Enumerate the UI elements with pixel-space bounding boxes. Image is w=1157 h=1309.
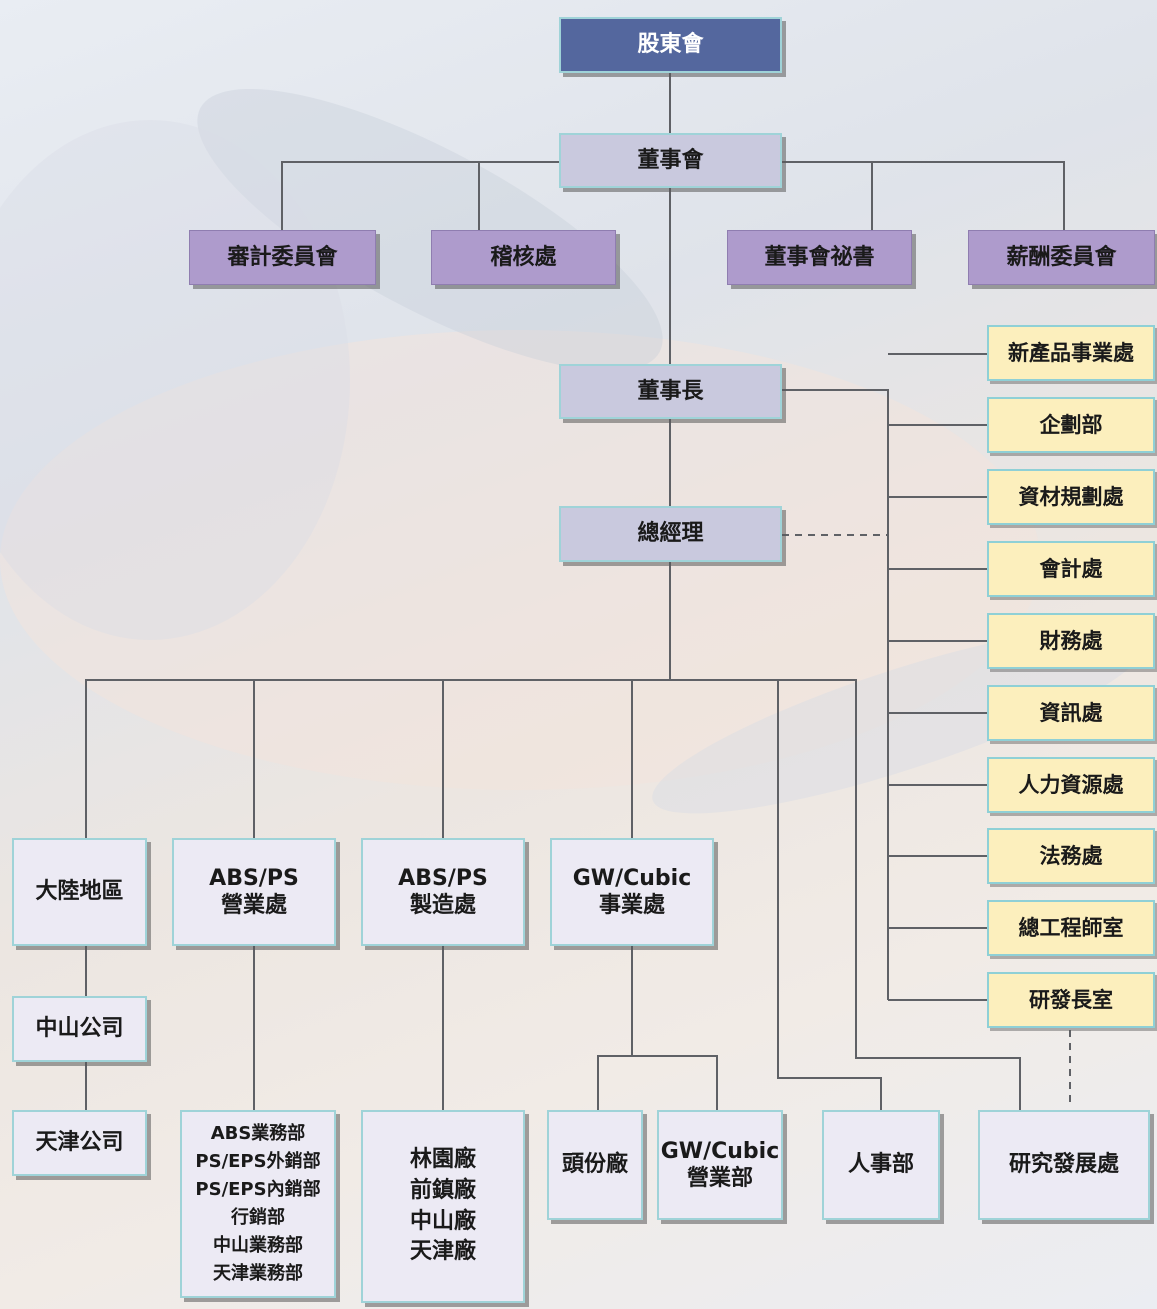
board-secretary-label: 董事會祕書 (764, 244, 875, 270)
board-label: 董事會 (637, 147, 704, 173)
staff-unit-materials-planning: 資材規劃處 (987, 469, 1155, 525)
rd-division-label: 研究發展處 (1008, 1152, 1119, 1178)
gw-cubic-sales-box: GW/Cubic 營業部 (657, 1110, 783, 1220)
staff-unit-label: 企劃部 (1039, 412, 1103, 437)
plant-item: 天津廠 (409, 1239, 476, 1265)
staff-unit-label: 資訊處 (1039, 700, 1103, 725)
sales-dept-item: 天津業務部 (213, 1262, 303, 1284)
sales-dept-item: ABS業務部 (210, 1123, 306, 1145)
staff-unit-planning: 企劃部 (987, 397, 1155, 453)
chairman-label: 董事長 (637, 378, 704, 404)
abs-sales-line1: ABS/PS (209, 865, 299, 891)
staff-unit-label: 總工程師室 (1018, 915, 1124, 940)
gw-cubic-division-box: GW/Cubic 事業處 (550, 838, 714, 946)
plant-item: 林園廠 (409, 1146, 476, 1172)
internal-audit-label: 稽核處 (490, 244, 557, 270)
plants-box: 林園廠 前鎮廠 中山廠 天津廠 (361, 1110, 525, 1303)
staff-unit-label: 資材規劃處 (1018, 484, 1124, 509)
personnel-dept-label: 人事部 (847, 1152, 914, 1178)
staff-unit-chief-engineer: 總工程師室 (987, 900, 1155, 956)
board-of-directors-box: 董事會 (559, 133, 782, 188)
staff-unit-label: 法務處 (1039, 843, 1103, 868)
abs-ps-manufacturing-box: ABS/PS 製造處 (361, 838, 525, 946)
general-manager-box: 總經理 (559, 506, 782, 562)
staff-unit-accounting: 會計處 (987, 541, 1155, 597)
tianjin-company-label: 天津公司 (35, 1130, 124, 1156)
staff-unit-new-products: 新產品事業處 (987, 325, 1155, 381)
sales-dept-item: 中山業務部 (213, 1234, 303, 1256)
staff-unit-chief-rd-officer: 研發長室 (987, 972, 1155, 1028)
staff-unit-label: 會計處 (1039, 556, 1103, 581)
abs-mfg-line2: 製造處 (409, 893, 476, 918)
toufen-plant-label: 頭份廠 (561, 1152, 628, 1178)
rd-division-box: 研究發展處 (978, 1110, 1150, 1220)
general-manager-label: 總經理 (637, 521, 704, 547)
compensation-committee-label: 薪酬委員會 (1006, 244, 1117, 270)
zhongshan-company-label: 中山公司 (35, 1016, 124, 1042)
staff-unit-label: 人力資源處 (1018, 772, 1124, 797)
shareholders-label: 股東會 (637, 32, 704, 58)
abs-mfg-line1: ABS/PS (398, 865, 488, 891)
tianjin-company-box: 天津公司 (12, 1110, 147, 1176)
internal-audit-box: 稽核處 (431, 230, 616, 285)
toufen-plant-box: 頭份廠 (547, 1110, 643, 1220)
gw-sales-line2: 營業部 (686, 1166, 753, 1191)
staff-unit-finance: 財務處 (987, 613, 1155, 669)
sales-departments-box: ABS業務部 PS/EPS外銷部 PS/EPS內銷部 行銷部 中山業務部 天津業… (180, 1110, 336, 1298)
compensation-committee-box: 薪酬委員會 (968, 230, 1155, 285)
personnel-dept-box: 人事部 (822, 1110, 940, 1220)
mainland-region-box: 大陸地區 (12, 838, 147, 946)
staff-unit-it: 資訊處 (987, 685, 1155, 741)
gw-division-line1: GW/Cubic (572, 865, 692, 891)
abs-ps-sales-box: ABS/PS 營業處 (172, 838, 336, 946)
staff-unit-label: 財務處 (1039, 628, 1103, 653)
audit-committee-box: 審計委員會 (189, 230, 376, 285)
audit-committee-label: 審計委員會 (227, 244, 338, 270)
staff-unit-human-resources: 人力資源處 (987, 757, 1155, 813)
shareholders-meeting-box: 股東會 (559, 17, 782, 73)
gw-division-line2: 事業處 (598, 893, 665, 918)
sales-dept-item: PS/EPS外銷部 (195, 1151, 321, 1173)
staff-unit-label: 新產品事業處 (1008, 340, 1134, 365)
sales-dept-item: 行銷部 (231, 1207, 285, 1228)
plant-item: 中山廠 (409, 1208, 476, 1234)
plant-item: 前鎮廠 (409, 1177, 476, 1203)
gw-sales-line1: GW/Cubic (660, 1138, 780, 1164)
mainland-label: 大陸地區 (35, 879, 124, 905)
abs-sales-line2: 營業處 (220, 893, 287, 918)
sales-dept-item: PS/EPS內銷部 (195, 1179, 321, 1201)
board-secretary-box: 董事會祕書 (727, 230, 912, 285)
chairman-box: 董事長 (559, 364, 782, 419)
zhongshan-company-box: 中山公司 (12, 996, 147, 1062)
staff-unit-label: 研發長室 (1029, 987, 1113, 1012)
staff-unit-legal: 法務處 (987, 828, 1155, 884)
